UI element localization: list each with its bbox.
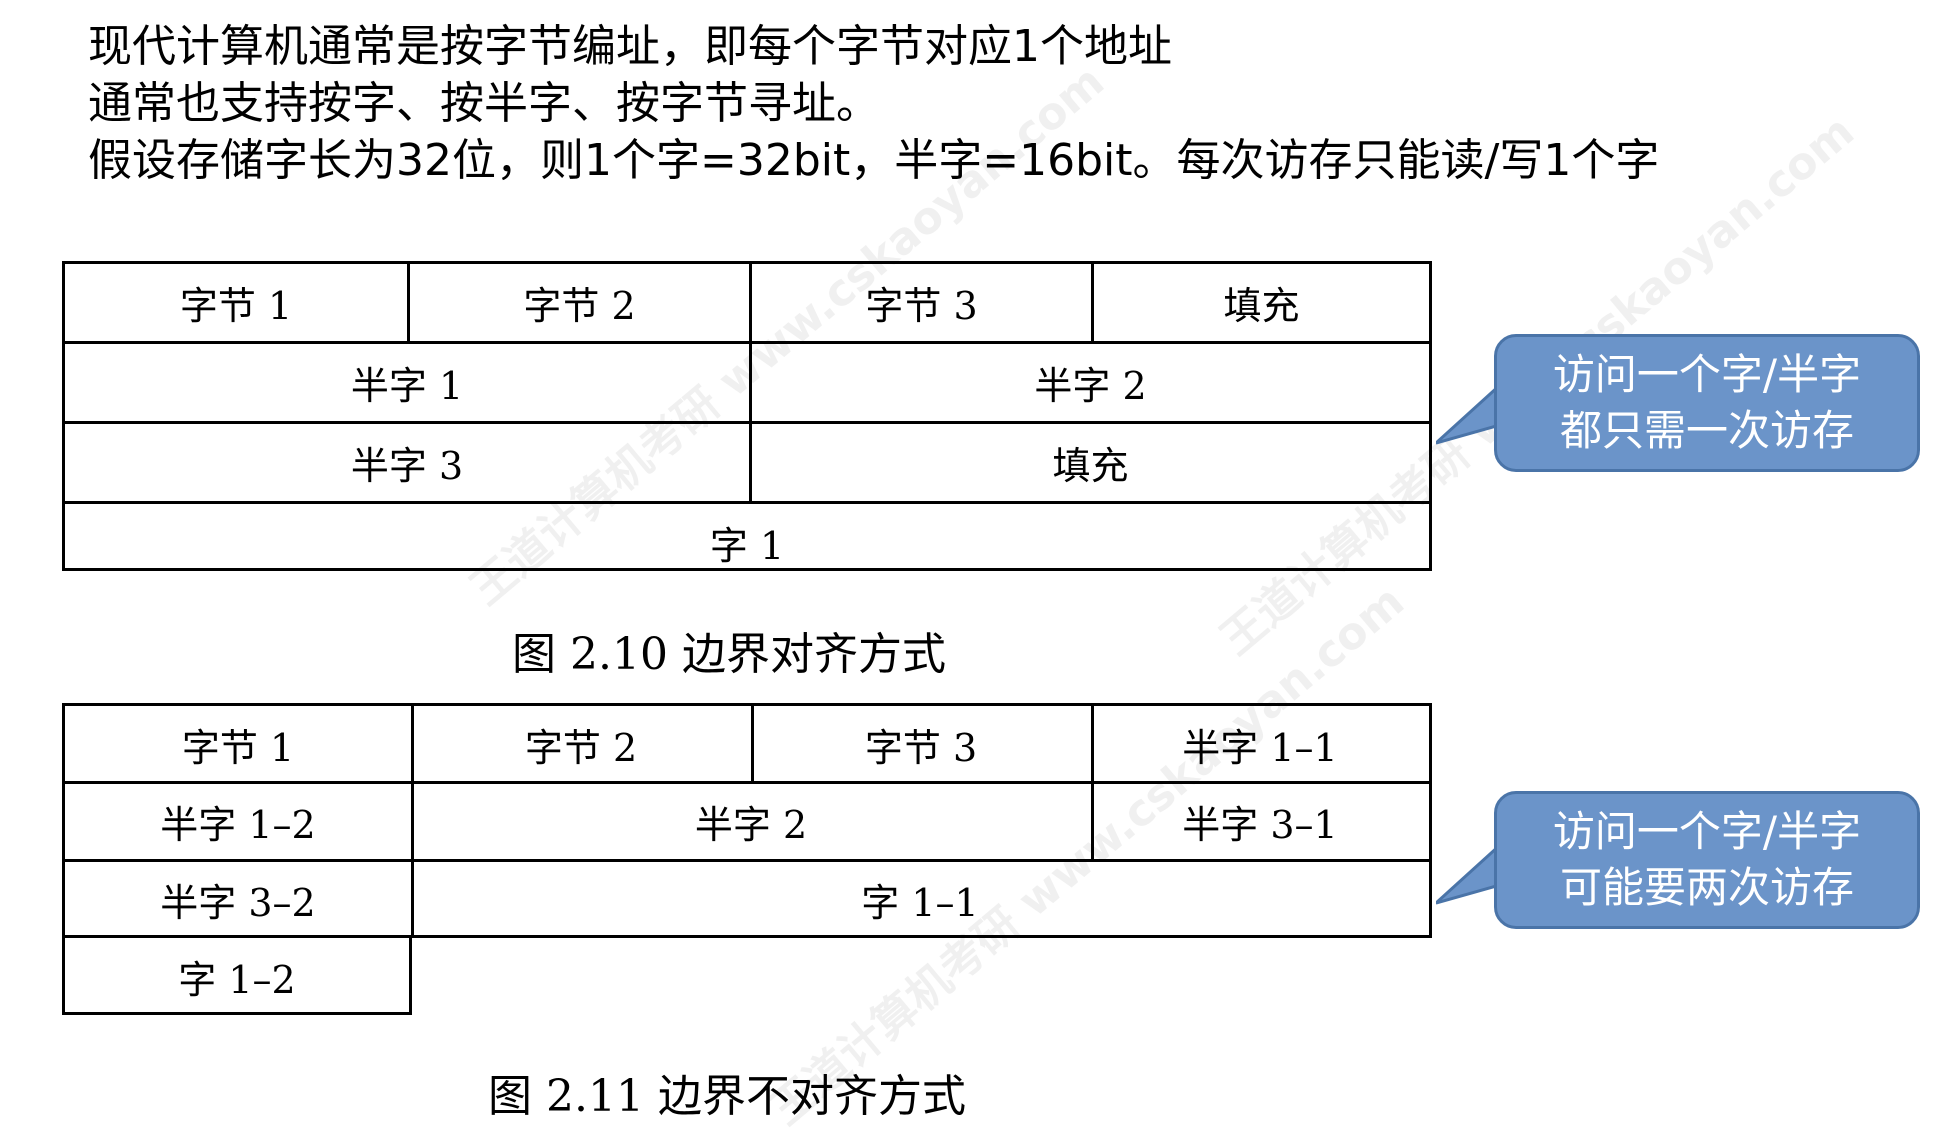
table-cell: 半字 1–2: [160, 803, 316, 847]
table-row: 字 1: [65, 504, 1429, 581]
table-cell: 字 1: [709, 524, 785, 568]
table-cell: 半字 3–1: [1182, 803, 1338, 847]
table-block: 字节 1 字节 2 字节 3 半字 1–1 半字 1–2 半字 2 半字 3–1…: [62, 703, 1432, 938]
table-cell: 字节 1: [179, 284, 293, 328]
intro-line-1: 现代计算机通常是按字节编址，即每个字节对应1个地址: [88, 21, 1172, 72]
figure-caption: 图 2.10 边界对齐方式: [512, 629, 946, 680]
callout-line: 可能要两次访存: [1559, 863, 1854, 912]
aligned-memory-table: 字节 1 字节 2 字节 3 填充 半字 1 半字 2 半字 3 填充 字 1: [62, 261, 1432, 571]
intro-line-3: 假设存储字长为32位，则1个字=32bit，半字=16bit。每次访存只能读/写…: [88, 135, 1660, 186]
callout-pointer: [1436, 385, 1502, 445]
table-cell: 半字 3–2: [160, 881, 316, 925]
callout-aligned: 访问一个字/半字 都只需一次访存: [1494, 334, 1920, 472]
figure-caption: 图 2.11 边界不对齐方式: [488, 1071, 966, 1122]
callout-line: 访问一个字/半字: [1552, 350, 1862, 399]
table-row: 字节 1 字节 2 字节 3 填充: [65, 264, 1429, 344]
table-cell: 字节 1: [181, 726, 295, 770]
table-cell: 字 1–1: [861, 881, 979, 925]
table-cell: 填充: [749, 424, 1429, 501]
table-cell: 半字 1: [350, 364, 464, 408]
table-cell: 半字 2: [749, 344, 1429, 421]
callout-line: 访问一个字/半字: [1552, 807, 1862, 856]
table-cell: 字节 2: [524, 726, 638, 770]
table-row: 半字 3 填充: [65, 424, 1429, 504]
table-cell: 半字 3: [350, 444, 464, 488]
intro-text: 现代计算机通常是按字节编址，即每个字节对应1个地址 通常也支持按字、按半字、按字…: [88, 18, 1659, 189]
table-cell: 填充: [1091, 264, 1429, 341]
table-cell: 字节 3: [749, 264, 1091, 341]
table-cell: 半字 1–1: [1182, 726, 1338, 770]
callout-line: 都只需一次访存: [1559, 406, 1854, 455]
table-block: 字 1–2: [62, 935, 412, 1015]
callout-pointer: [1436, 845, 1502, 905]
table-cell: 半字 2: [694, 803, 808, 847]
intro-line-2: 通常也支持按字、按半字、按字节寻址。: [88, 78, 880, 129]
callout-unaligned: 访问一个字/半字 可能要两次访存: [1494, 791, 1920, 929]
table-cell: 字节 3: [864, 726, 978, 770]
table-cell: 字节 2: [407, 264, 749, 341]
table-cell: 字 1–2: [178, 958, 296, 1002]
table-row: 半字 1 半字 2: [65, 344, 1429, 424]
